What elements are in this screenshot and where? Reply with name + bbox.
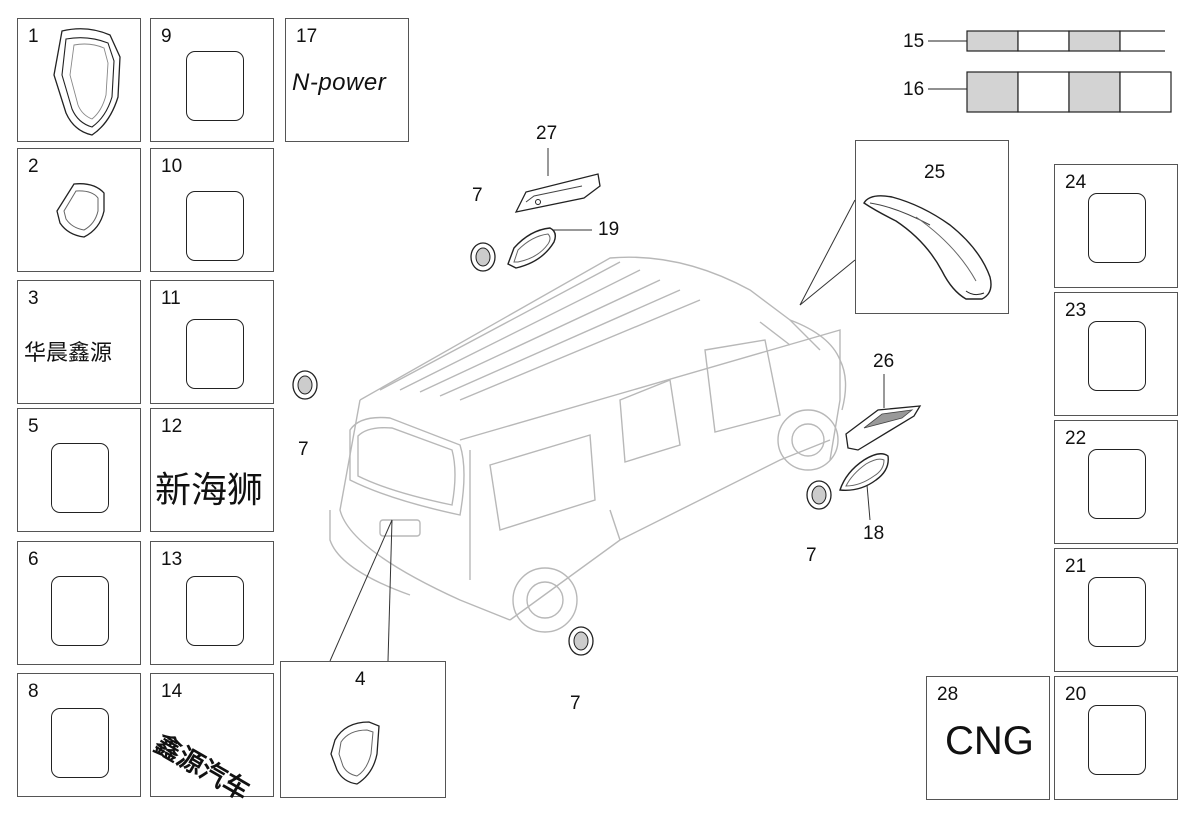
part-cell-2[interactable]: 2 xyxy=(17,148,141,272)
small-shield-emblem-icon xyxy=(56,183,105,238)
callout-26: 26 xyxy=(873,351,895,372)
rear-shield-emblem-icon xyxy=(330,721,380,785)
part-placeholder-icon xyxy=(51,576,109,646)
badge-text-3: 华晨鑫源 xyxy=(24,340,113,365)
part-placeholder-icon xyxy=(1088,321,1146,391)
part-placeholder-icon xyxy=(186,319,244,389)
part-number: 21 xyxy=(1065,556,1087,577)
part-cell-13[interactable]: 13 xyxy=(150,541,274,665)
badge-text-12: 新海狮 xyxy=(155,469,264,510)
part-number: 11 xyxy=(161,288,181,309)
badge-text-npower: N-power xyxy=(292,69,387,96)
part-number: 14 xyxy=(161,681,183,702)
part-cell-4[interactable]: 4 xyxy=(280,661,446,798)
part-number: 8 xyxy=(28,681,39,702)
callout-27: 27 xyxy=(536,123,558,144)
part-number: 22 xyxy=(1065,428,1087,449)
lamp-cover-18[interactable] xyxy=(836,450,892,496)
part-number: 12 xyxy=(161,416,183,437)
callout-18: 18 xyxy=(863,523,885,544)
badge-text-14: 鑫源汽车 xyxy=(149,728,255,807)
part-placeholder-icon xyxy=(51,708,109,778)
part-cell-5[interactable]: 5 xyxy=(17,408,141,532)
part-placeholder-icon xyxy=(1088,577,1146,647)
stripe-decal-16[interactable] xyxy=(925,70,1175,116)
shield-emblem-icon xyxy=(53,28,121,136)
part-placeholder-icon xyxy=(186,576,244,646)
part-number: 25 xyxy=(924,162,946,183)
part-cell-21[interactable]: 21 xyxy=(1054,548,1178,672)
part-cell-12[interactable]: 12 新海狮 xyxy=(150,408,274,532)
wheel-cap-7d[interactable] xyxy=(564,624,598,658)
part-number: 2 xyxy=(28,156,39,177)
mirror-cover-icon xyxy=(863,195,992,300)
part-number: 17 xyxy=(296,26,318,47)
part-number: 5 xyxy=(28,416,39,437)
part-cell-23[interactable]: 23 xyxy=(1054,292,1178,416)
part-number: 23 xyxy=(1065,300,1087,321)
wheel-cap-7c[interactable] xyxy=(802,478,836,512)
part-cell-6[interactable]: 6 xyxy=(17,541,141,665)
part-cell-17[interactable]: 17 N-power xyxy=(285,18,409,142)
part-cell-28[interactable]: 28 CNG xyxy=(926,676,1050,800)
callout-7c: 7 xyxy=(806,545,817,566)
trim-27[interactable] xyxy=(512,172,604,218)
part-cell-9[interactable]: 9 xyxy=(150,18,274,142)
badge-text-cng: CNG xyxy=(945,719,1034,763)
part-placeholder-icon xyxy=(1088,449,1146,519)
part-cell-1[interactable]: 1 xyxy=(17,18,141,142)
part-cell-14[interactable]: 14 鑫源汽车 xyxy=(150,673,274,806)
part-placeholder-icon xyxy=(1088,705,1146,775)
part-number: 1 xyxy=(28,26,39,47)
part-cell-25[interactable]: 25 xyxy=(855,140,1009,314)
wheel-cap-7a[interactable] xyxy=(466,240,500,274)
part-number: 28 xyxy=(937,684,959,705)
part-number: 13 xyxy=(161,549,183,570)
vent-trim-26[interactable] xyxy=(842,404,926,454)
van-illustration xyxy=(329,256,847,633)
callout-7d: 7 xyxy=(570,693,581,714)
part-cell-22[interactable]: 22 xyxy=(1054,420,1178,544)
part-placeholder-icon xyxy=(186,51,244,121)
callout-7b: 7 xyxy=(298,439,309,460)
callout-7a: 7 xyxy=(472,185,483,206)
part-cell-11[interactable]: 11 xyxy=(150,280,274,404)
part-cell-10[interactable]: 10 xyxy=(150,148,274,272)
part-cell-20[interactable]: 20 xyxy=(1054,676,1178,800)
part-placeholder-icon xyxy=(186,191,244,261)
part-placeholder-icon xyxy=(1088,193,1146,263)
part-cell-24[interactable]: 24 xyxy=(1054,164,1178,288)
part-cell-8[interactable]: 8 xyxy=(17,673,141,797)
part-number: 24 xyxy=(1065,172,1087,193)
gasket-19[interactable] xyxy=(502,224,562,274)
part-number: 10 xyxy=(161,156,183,177)
callout-19: 19 xyxy=(598,219,620,240)
part-number: 20 xyxy=(1065,684,1087,705)
callout-16: 16 xyxy=(903,79,925,100)
part-placeholder-icon xyxy=(51,443,109,513)
part-number: 6 xyxy=(28,549,39,570)
wheel-cap-7b[interactable] xyxy=(288,368,322,402)
part-number: 4 xyxy=(355,669,366,690)
stripe-decal-15[interactable] xyxy=(925,28,1165,58)
part-number: 3 xyxy=(28,288,39,309)
callout-15: 15 xyxy=(903,31,925,52)
part-cell-3[interactable]: 3 华晨鑫源 xyxy=(17,280,141,404)
part-number: 9 xyxy=(161,26,172,47)
